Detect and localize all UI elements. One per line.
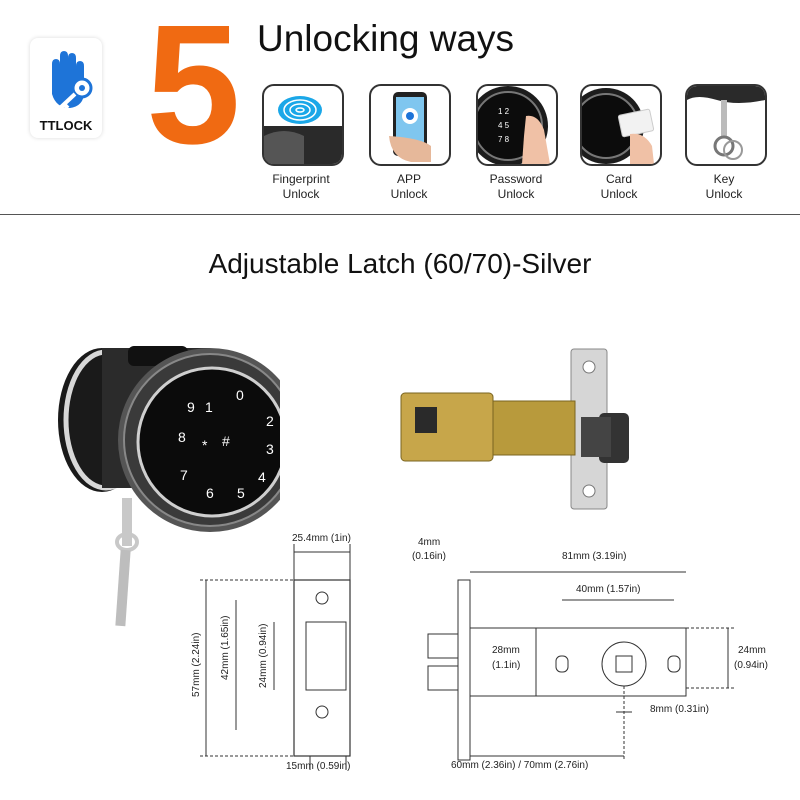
svg-text:5: 5 bbox=[237, 485, 245, 501]
dim-body-height-mm: 28mm bbox=[492, 645, 520, 656]
dim-backset: 60mm (2.36in) / 70mm (2.76in) bbox=[451, 760, 589, 771]
key-icon bbox=[687, 86, 765, 160]
card-card bbox=[580, 84, 662, 166]
dim-plate-mm: 4mm bbox=[418, 537, 441, 548]
dim-width: 25.4mm (1in) bbox=[292, 533, 351, 544]
fingerprint-icon bbox=[264, 96, 342, 164]
svg-text:4: 4 bbox=[258, 469, 266, 485]
dim-bottom: 15mm (0.59in) bbox=[286, 761, 351, 772]
dim-height-inner: 24mm (0.94in) bbox=[258, 623, 269, 688]
dim-hole-spacing: 40mm (1.57in) bbox=[576, 584, 641, 595]
dim-square-size: 8mm (0.31in) bbox=[650, 704, 709, 715]
svg-text:3: 3 bbox=[266, 441, 274, 457]
unlock-count: 5 bbox=[146, 0, 241, 180]
brand-name: TTLOCK bbox=[39, 118, 93, 133]
page-title: Unlocking ways bbox=[257, 18, 515, 59]
strike-plate-diagram bbox=[200, 544, 351, 770]
keypad-icon: 1 2 4 5 7 8 bbox=[478, 86, 550, 164]
svg-text:7 8: 7 8 bbox=[498, 135, 510, 144]
svg-text:8: 8 bbox=[178, 429, 186, 445]
section-divider bbox=[0, 214, 800, 215]
svg-text:0: 0 bbox=[236, 387, 244, 403]
fingerprint-card bbox=[262, 84, 344, 166]
dim-body-height-in: (1.1in) bbox=[492, 660, 521, 671]
latch-diagram bbox=[427, 571, 736, 761]
password-card: 1 2 4 5 7 8 bbox=[476, 84, 558, 166]
phone-app-icon bbox=[389, 92, 431, 162]
svg-text:7: 7 bbox=[180, 467, 188, 483]
lock-keypad: 0 1 2 3 4 5 6 7 8 9 * # bbox=[178, 387, 274, 501]
app-card bbox=[369, 84, 451, 166]
svg-text:1: 1 bbox=[205, 399, 213, 415]
svg-text:4 5: 4 5 bbox=[498, 121, 510, 130]
svg-text:9: 9 bbox=[187, 399, 195, 415]
svg-text:6: 6 bbox=[206, 485, 214, 501]
svg-text:#: # bbox=[222, 433, 230, 449]
hand-key-icon bbox=[52, 51, 93, 114]
dim-height-mid: 42mm (1.65in) bbox=[220, 615, 231, 680]
latch-product-image bbox=[400, 348, 629, 510]
product-title: Adjustable Latch (60/70)-Silver bbox=[208, 248, 592, 279]
ttlock-logo bbox=[30, 38, 102, 138]
card-icon bbox=[582, 88, 655, 164]
lock-product-image: 0 1 2 3 4 5 6 7 8 9 * # bbox=[58, 346, 280, 627]
svg-text:2: 2 bbox=[266, 413, 274, 429]
key-card bbox=[685, 84, 767, 166]
dim-total-length: 81mm (3.19in) bbox=[562, 551, 627, 562]
dim-right-height-in: (0.94in) bbox=[734, 660, 768, 671]
dim-height-outer: 57mm (2.24in) bbox=[191, 632, 202, 697]
svg-text:*: * bbox=[202, 437, 208, 453]
svg-text:1 2: 1 2 bbox=[498, 107, 510, 116]
dim-plate-in: (0.16in) bbox=[412, 551, 446, 562]
dim-right-height-mm: 24mm bbox=[738, 645, 766, 656]
